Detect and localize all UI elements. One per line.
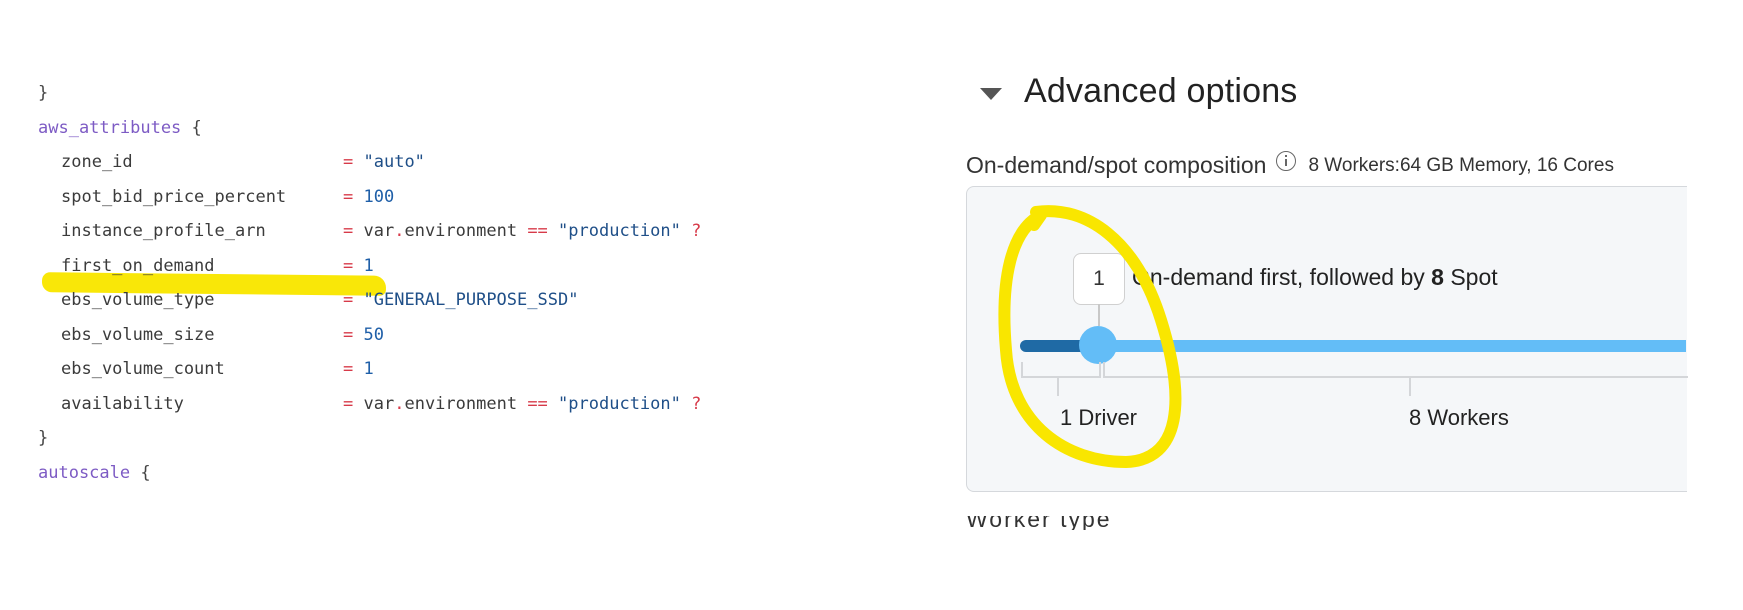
- cluster-summary: 8 Workers:64 GB Memory, 16 Cores: [1308, 154, 1614, 176]
- code-line: availability = var.environment == "produc…: [38, 387, 701, 422]
- advanced-options-toggle[interactable]: Advanced options: [980, 72, 1298, 111]
- code-operator: .: [394, 221, 405, 241]
- code-identifier: var: [363, 221, 395, 241]
- terraform-code-block: } aws_attributes { zone_id = "auto" spot_bid…: [38, 76, 701, 490]
- code-operator: .: [394, 393, 405, 414]
- code-key: spot_bid_price_percent: [61, 186, 287, 207]
- code-identifier: environment: [404, 393, 518, 414]
- description-suffix: Spot: [1450, 264, 1498, 290]
- code-value: "GENERAL_PURPOSE_SSD": [363, 290, 579, 310]
- code-line: }: [38, 76, 701, 111]
- on-demand-value: 1: [1093, 267, 1105, 290]
- code-line: aws_attributes {: [38, 111, 701, 146]
- description-prefix: On-demand first, followed by: [1132, 264, 1425, 290]
- caret-down-icon: [980, 87, 1002, 100]
- code-operator: =: [343, 152, 354, 172]
- code-key: instance_profile_arn: [61, 221, 266, 241]
- code-key: zone_id: [61, 152, 133, 172]
- info-icon[interactable]: [1276, 150, 1297, 171]
- workers-label: 8 Workers: [1409, 405, 1509, 430]
- code-key: ebs_volume_count: [61, 359, 225, 379]
- composition-label-row: On-demand/spot composition 8 Workers:64 …: [966, 150, 1614, 179]
- code-block-keyword: aws_attributes: [38, 117, 182, 138]
- code-line: zone_id = "auto": [38, 145, 701, 180]
- next-field-label-clipped: Worker type: [966, 516, 1112, 530]
- code-operator: =: [343, 393, 354, 414]
- code-line: ebs_volume_type = "GENERAL_PURPOSE_SSD": [38, 283, 701, 318]
- code-operator: ==: [527, 221, 548, 241]
- driver-label: 1 Driver: [1060, 405, 1138, 430]
- driver-bracket: [1021, 362, 1101, 378]
- on-demand-value-badge: 1: [1073, 253, 1125, 305]
- slider-thumb[interactable]: [1079, 326, 1117, 364]
- code-block-keyword: autoscale: [38, 462, 131, 483]
- code-brace: }: [38, 428, 49, 448]
- driver-bracket-tick: [1057, 378, 1059, 396]
- code-line: first_on_demand = 1: [38, 249, 701, 284]
- code-operator: =: [343, 290, 354, 310]
- code-value: "auto": [363, 152, 425, 172]
- code-operator: =: [343, 255, 354, 276]
- code-line: instance_profile_arn = var.environment ==…: [38, 214, 701, 249]
- code-value: "production": [558, 221, 681, 241]
- composition-description: On-demand first, followed by 8 Spot: [1132, 264, 1498, 291]
- yellow-circle-annotation: [998, 205, 1182, 468]
- code-line: ebs_volume_size = 50: [38, 318, 701, 353]
- code-brace: }: [38, 83, 49, 103]
- code-operator: =: [343, 221, 354, 241]
- composition-label: On-demand/spot composition: [966, 152, 1267, 178]
- code-operator: =: [343, 359, 354, 379]
- code-line: ebs_volume_count = 1: [38, 352, 701, 387]
- code-value: 1: [363, 255, 374, 276]
- badge-connector: [1098, 304, 1100, 326]
- code-operator: ?: [691, 221, 702, 241]
- spot-count: 8: [1431, 264, 1444, 290]
- code-key: ebs_volume_size: [61, 324, 215, 345]
- workers-bracket: [1103, 362, 1688, 378]
- code-brace: {: [181, 117, 202, 138]
- code-operator: =: [343, 186, 354, 207]
- code-identifier: environment: [404, 221, 518, 241]
- code-line: spot_bid_price_percent = 100: [38, 180, 701, 215]
- code-key: ebs_volume_type: [61, 290, 215, 310]
- code-line: }: [38, 421, 701, 456]
- code-value: 50: [363, 324, 384, 345]
- code-key: first_on_demand: [61, 255, 215, 276]
- workers-bracket-tick: [1409, 378, 1411, 396]
- code-operator: ==: [527, 393, 548, 414]
- code-value: "production": [558, 393, 681, 414]
- code-operator: ?: [691, 393, 702, 414]
- code-value: 100: [363, 186, 395, 207]
- code-operator: =: [343, 324, 354, 345]
- code-value: 1: [363, 359, 374, 379]
- code-identifier: var: [363, 393, 395, 414]
- code-key: availability: [61, 393, 184, 414]
- section-title: Advanced options: [1024, 72, 1298, 110]
- slider-track-spot[interactable]: [1098, 340, 1686, 352]
- code-brace: {: [130, 462, 151, 483]
- code-line: autoscale {: [38, 456, 701, 491]
